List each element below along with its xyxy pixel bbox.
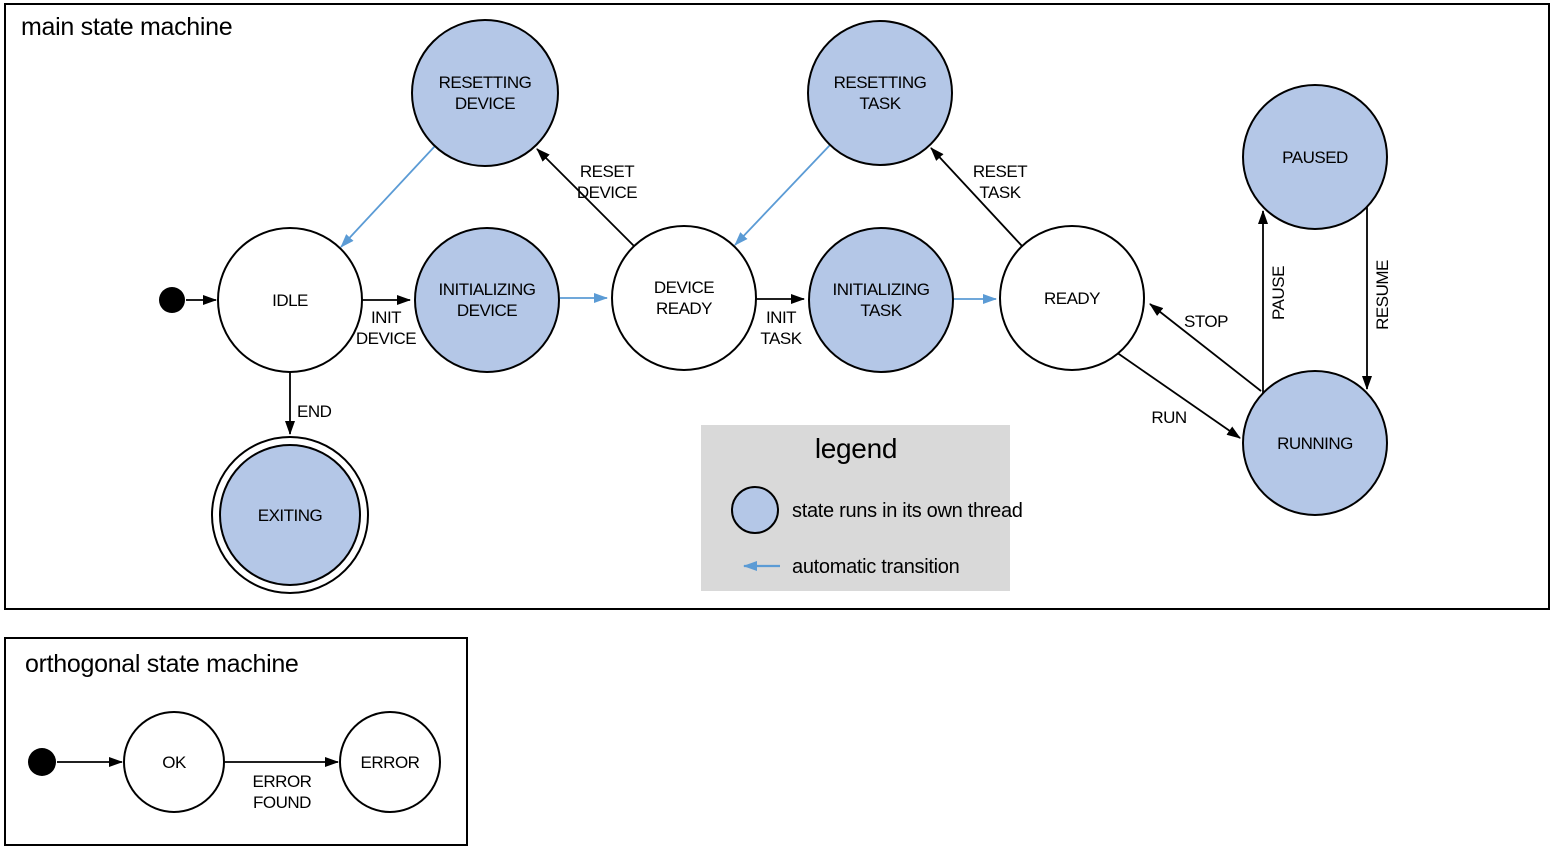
state-ok: OK (123, 711, 225, 813)
state-running: RUNNING (1242, 370, 1388, 516)
state-resetting-task: RESETTING TASK (807, 20, 953, 166)
transition-label: RESET (973, 162, 1027, 181)
state-circle (808, 227, 954, 373)
transition-label: TASK (760, 329, 802, 348)
state-circle (411, 19, 559, 167)
state-circle (611, 225, 757, 371)
state-label: TASK (859, 94, 901, 113)
transition-label: DEVICE (577, 183, 637, 202)
state-circle (217, 227, 363, 373)
state-label: EXITING (258, 506, 323, 525)
legend-title: legend (815, 433, 897, 464)
transition-label: RUN (1151, 408, 1186, 427)
state-label: RESETTING (834, 73, 927, 92)
legend-item-label: automatic transition (792, 556, 959, 578)
transition-line (536, 148, 635, 247)
state-circle (219, 444, 361, 586)
state-initializing-device: INITIALIZING DEVICE (414, 227, 560, 373)
transition-line (1115, 351, 1241, 439)
transition-label: PAUSE (1269, 266, 1288, 320)
transition-label: INIT (371, 308, 401, 327)
state-circle (807, 20, 953, 166)
state-label: RESETTING (439, 73, 532, 92)
transition-auto-resetting-task-to-device-ready (734, 144, 831, 246)
state-label: PAUSED (1282, 148, 1348, 167)
state-paused: PAUSED (1242, 84, 1388, 230)
state-error: ERROR (339, 711, 441, 813)
transition-pause: PAUSE (1258, 210, 1288, 393)
state-exiting-final: EXITING (211, 436, 369, 594)
transition-line (930, 147, 1023, 247)
transition-resume: RESUME (1362, 207, 1392, 390)
automatic-transition-line (734, 144, 831, 246)
transition-auto-resetting-device-to-idle (340, 145, 436, 248)
state-idle: IDLE (217, 227, 363, 373)
transition-end: END (285, 372, 332, 435)
initial-state-dot (159, 287, 185, 313)
state-label: ERROR (361, 753, 420, 772)
main-state-machine-group: main state machine RESET DEVICE RESET TA… (4, 3, 1550, 610)
state-initializing-task: INITIALIZING TASK (808, 227, 954, 373)
transition-label: STOP (1184, 312, 1228, 331)
state-circle (1242, 370, 1388, 516)
threaded-state-legend-icon (731, 486, 779, 534)
state-label: IDLE (272, 291, 308, 310)
state-circle (999, 225, 1145, 371)
state-resetting-device: RESETTING DEVICE (411, 19, 559, 167)
state-circle (339, 711, 441, 813)
state-ready: READY (999, 225, 1145, 371)
orthogonal-machine-title: orthogonal state machine (25, 650, 299, 678)
state-label: DEVICE (455, 94, 515, 113)
legend-item-label: state runs in its own thread (792, 500, 1023, 522)
transition-line (1149, 303, 1262, 392)
transition-reset-task: RESET TASK (930, 147, 1028, 247)
transition-label: ERROR (253, 772, 312, 791)
state-label: TASK (860, 301, 902, 320)
transition-label: DEVICE (356, 329, 416, 348)
transition-init-task: INIT TASK (756, 294, 805, 348)
state-label: INITIALIZING (439, 280, 536, 299)
main-machine-title: main state machine (21, 13, 232, 41)
transition-label: TASK (979, 183, 1021, 202)
transition-run: RUN (1115, 351, 1241, 439)
transition-init-device: INIT DEVICE (356, 295, 417, 348)
state-label: RUNNING (1277, 434, 1353, 453)
transition-label: FOUND (253, 793, 311, 812)
initial-state-dot (28, 748, 56, 776)
transition-label: END (297, 402, 332, 421)
transition-label: INIT (766, 308, 796, 327)
orthogonal-state-machine-group: orthogonal state machine ERROR FOUND OK … (4, 637, 468, 846)
state-label: INITIALIZING (833, 280, 930, 299)
transition-stop: STOP (1149, 303, 1262, 392)
state-device-ready: DEVICE READY (611, 225, 757, 371)
state-label: READY (1044, 289, 1100, 308)
state-label: READY (656, 299, 712, 318)
state-circle (123, 711, 225, 813)
transition-label: RESUME (1373, 260, 1392, 330)
transition-error-found: ERROR FOUND (224, 757, 339, 812)
state-label: DEVICE (654, 278, 714, 297)
transition-label: RESET (580, 162, 634, 181)
state-label: DEVICE (457, 301, 517, 320)
transition-reset-device: RESET DEVICE (536, 148, 638, 247)
legend: legend state runs in its own thread auto… (701, 425, 1023, 591)
state-circle (414, 227, 560, 373)
automatic-transition-line (340, 145, 436, 248)
state-label: OK (162, 753, 187, 772)
state-circle (1242, 84, 1388, 230)
